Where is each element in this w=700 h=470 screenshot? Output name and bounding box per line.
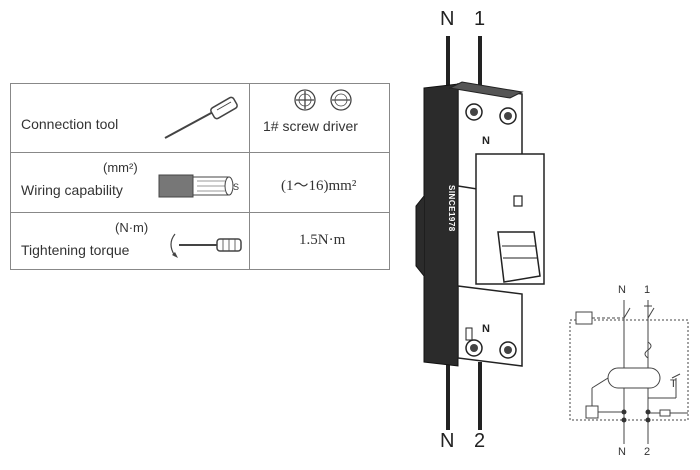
wiring-capability-value: (1～16)mm² [281,178,357,194]
spec-table: Connection tool 1# screw driver (mm²) Wi… [10,83,390,270]
indicator-window [513,195,523,207]
table-column-divider [249,84,250,269]
bottom-terminal-2-label: 2 [474,430,486,452]
screw-heads-icon [294,89,352,111]
wire-strip-icon: S [158,174,239,198]
schematic-bottom-n-label: N [618,446,626,458]
toggle-lever[interactable] [497,231,541,283]
wiring-unit: (mm²) [103,160,138,175]
schematic-top-1-label: 1 [644,284,651,296]
table-row-tightening-torque: (N·m) Tightening torque 1.5N·m [11,212,389,270]
top-terminal-1-label: 1 [474,8,486,30]
connection-tool-label: Connection tool [21,116,119,132]
top-face-n-label: N [482,135,490,147]
table-row-connection-tool: Connection tool 1# screw driver [11,84,389,153]
wiring-schematic [569,300,689,444]
tightening-torque-value: 1.5N·m [299,232,346,248]
circuit-breaker-drawing: N N [415,36,545,430]
bottom-terminal-n-label: N [440,430,455,452]
torque-unit: (N·m) [115,220,149,235]
brand-label: SINCE1978 [447,185,456,232]
connection-tool-value: 1# screw driver [263,118,358,134]
wire-strip-label: S [233,182,239,192]
bottom-face-n-label: N [482,323,490,335]
screwdriver-icon [164,96,238,139]
wiring-capability-label: Wiring capability [21,182,123,198]
schematic-top-n-label: N [618,284,626,296]
top-terminal-n-label: N [440,8,455,30]
torque-driver-icon [170,233,242,258]
tightening-torque-label: Tightening torque [21,242,130,258]
schematic-bottom-2-label: 2 [644,446,651,458]
schematic-test-label: T [670,378,677,390]
table-row-wiring-capability: (mm²) Wiring capability S (1～16)mm² [11,152,389,213]
